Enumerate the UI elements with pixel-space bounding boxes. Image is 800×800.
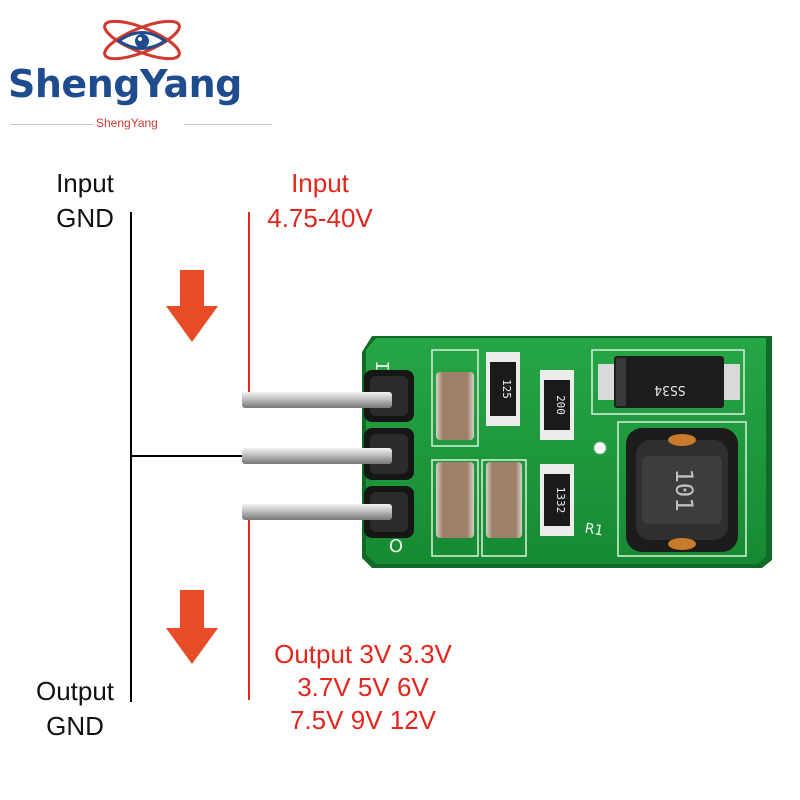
- smd-resistor: 1332: [540, 464, 574, 536]
- input-gnd-line2: GND: [56, 203, 114, 233]
- brand-name: ShengYang: [8, 62, 242, 106]
- output-voltage-line2: 3.7V 5V 6V: [297, 672, 429, 702]
- output-silk-mark: O: [389, 536, 403, 557]
- input-voltage-line2: 4.75-40V: [267, 203, 373, 233]
- smd-resistor: 200: [540, 370, 574, 440]
- input-silk-mark: I: [371, 361, 392, 372]
- input-voltage-label: Input 4.75-40V: [250, 168, 390, 234]
- eye-emblem-icon: [103, 19, 181, 61]
- down-arrow-icon: [166, 590, 218, 664]
- power-inductor: 101: [626, 428, 738, 552]
- output-gnd-line2: GND: [46, 711, 104, 741]
- svg-text:200: 200: [554, 395, 567, 415]
- output-gnd-line1: Output: [35, 676, 115, 706]
- down-arrow-icon: [166, 270, 218, 342]
- input-gnd-label: Input GND: [30, 168, 140, 234]
- ceramic-capacitor: [486, 462, 522, 538]
- svg-text:SS34: SS34: [654, 382, 685, 397]
- input-voltage-line1: Input: [291, 168, 349, 198]
- output-gnd-label: Output GND: [20, 676, 130, 742]
- ceramic-capacitor: [436, 462, 474, 538]
- pin-header: [242, 370, 414, 538]
- output-voltage-line3: 7.5V 9V 12V: [290, 705, 436, 735]
- output-voltage-label: Output 3V 3.3V 3.7V 5V 6V 7.5V 9V 12V: [252, 638, 474, 737]
- output-pin: [242, 504, 392, 520]
- svg-text:101: 101: [670, 468, 698, 511]
- input-gnd-line1: Input: [56, 168, 114, 198]
- input-pin: [242, 392, 392, 408]
- output-voltage-line1: Output 3V 3.3V: [274, 639, 452, 669]
- svg-text:1332: 1332: [554, 487, 567, 514]
- gnd-pin: [242, 448, 392, 464]
- dc-dc-converter-module: I O R1 125 200 1332: [242, 336, 772, 568]
- brand-logo: ShengYang ShengYang: [0, 0, 290, 135]
- logo-divider-right: [184, 124, 272, 125]
- smd-resistor: 125: [486, 352, 520, 426]
- logo-divider-left: [10, 124, 94, 125]
- resistor-ref-label: R1: [583, 521, 604, 540]
- brand-subtitle: ShengYang: [96, 116, 158, 130]
- ceramic-capacitor: [436, 372, 474, 440]
- svg-text:125: 125: [500, 379, 513, 399]
- schottky-diode: SS34: [598, 356, 740, 408]
